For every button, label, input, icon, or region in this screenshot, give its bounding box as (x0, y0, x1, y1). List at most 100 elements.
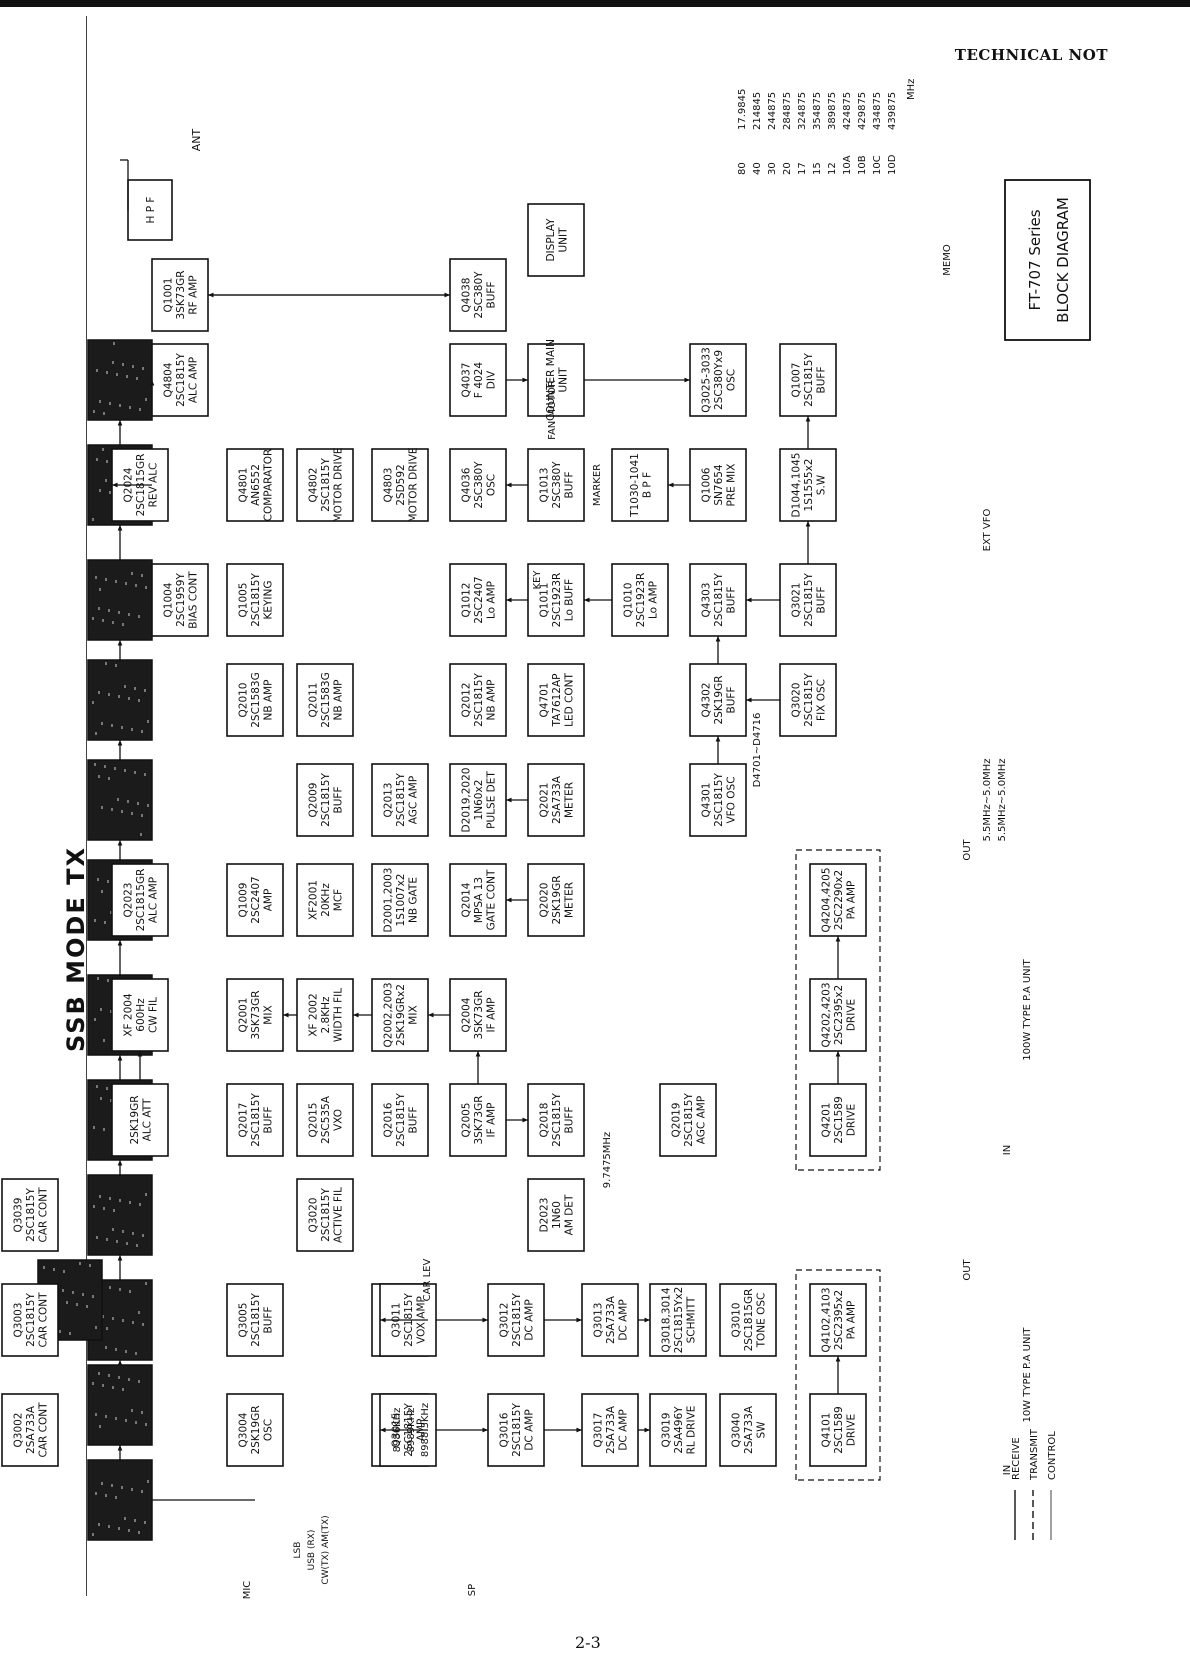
block-line: CAR CONT (38, 1402, 50, 1458)
block-line: BUFF (816, 367, 828, 394)
module-block (87, 1174, 153, 1256)
block-line: BUFF (726, 587, 738, 614)
block-line: DC AMP (524, 1299, 536, 1340)
legend-label: RECEIVE (1011, 1437, 1022, 1480)
block-line: VFO OSC (726, 776, 738, 823)
freq-value: 354875 (812, 92, 823, 130)
block-line: 2SC1815Y (511, 1403, 523, 1457)
block-line: DC AMP (618, 1299, 630, 1340)
carrier-freq: 8986KHz (392, 1408, 403, 1453)
block-line: 2SC1815Y (803, 353, 815, 407)
block-line: REV ALC (148, 463, 160, 508)
block-line: VXO (333, 1109, 345, 1131)
block-line: 2SK19GR (129, 1095, 141, 1144)
freq-unit: MHz (906, 79, 917, 100)
block-line: Q4202,4203 (821, 982, 833, 1047)
block-line: B P F (641, 472, 653, 498)
block-line: 3SK73GR (250, 990, 262, 1039)
block-line: CAR CONT (38, 1187, 50, 1243)
block-line: 2SC1923R (551, 573, 563, 628)
block-line: SCHMITT (686, 1296, 698, 1343)
block-line: 2SC535A (320, 1095, 332, 1144)
block-line: Q2015 (308, 1103, 320, 1138)
block-line: GATE CONT (486, 869, 498, 930)
in-label: IN (1002, 1145, 1013, 1155)
block-line: IF AMP (486, 997, 498, 1032)
module-block (87, 1459, 153, 1541)
block-line: DC AMP (618, 1409, 630, 1450)
pa-unit-10w-outline (795, 1269, 881, 1481)
fan-motor-label: FAN MOTOR (547, 380, 558, 440)
block-line: Q2014 (461, 882, 473, 917)
block-line: MCF (333, 889, 345, 911)
block-line: ALC ATT (141, 1098, 153, 1141)
block-line: BUFF (263, 1307, 275, 1334)
block-line: Q2009 (308, 783, 320, 818)
key-label: KEY (532, 570, 543, 590)
block-line: 2SC1815Y (511, 1293, 523, 1347)
block-line: FIX OSC (816, 679, 828, 721)
block-line: Q2017 (238, 1103, 250, 1138)
block-line: MIX (408, 1005, 420, 1024)
block-line: 2SC1815GR (743, 1289, 755, 1352)
block-line: Q4302 (701, 683, 713, 718)
block-line: Q4801 (238, 468, 250, 503)
freq-value: 244875 (767, 92, 778, 130)
block-line: BUFF (816, 587, 828, 614)
freq-value: 424875 (842, 92, 853, 130)
block-line: DRIVE (846, 1414, 858, 1446)
freq-band: 12 (827, 162, 838, 175)
block-line: DRIVE (846, 999, 858, 1031)
block-line: Q2018 (539, 1103, 551, 1138)
out-label: OUT (962, 838, 973, 860)
title-line-2: BLOCK DIAGRAM (1054, 197, 1072, 323)
block-line: Q3020 (791, 683, 803, 718)
block-line: MPSA 13 (473, 877, 485, 923)
block-line: 2SC1589 (833, 1096, 845, 1143)
sp-label: SP (467, 1584, 478, 1596)
block-line: WIDTH FIL (333, 988, 345, 1042)
block-line: Q4802 (308, 468, 320, 503)
block-line: Q4303 (701, 583, 713, 618)
block-line: Q3019 (661, 1413, 673, 1448)
block-line: Q3025-3033 (701, 347, 713, 413)
block-line: PRE MIX (726, 464, 738, 507)
block-line: UNIT (557, 367, 569, 393)
block-line: 2SC1815Y (713, 773, 725, 827)
block-line: D2023 (539, 1198, 551, 1233)
block-line: AN6552 (250, 464, 262, 506)
block-line: BIAS CONT (188, 571, 200, 629)
freq-value: 214845 (752, 92, 763, 130)
block-line: AM DET (564, 1194, 576, 1235)
freq-band: 15 (812, 162, 823, 175)
block-line: 2SC380Y (473, 271, 485, 319)
module-block (87, 1364, 153, 1446)
block-line: 2SC1589 (833, 1406, 845, 1453)
header-note: TECHNICAL NOT (954, 46, 1108, 64)
